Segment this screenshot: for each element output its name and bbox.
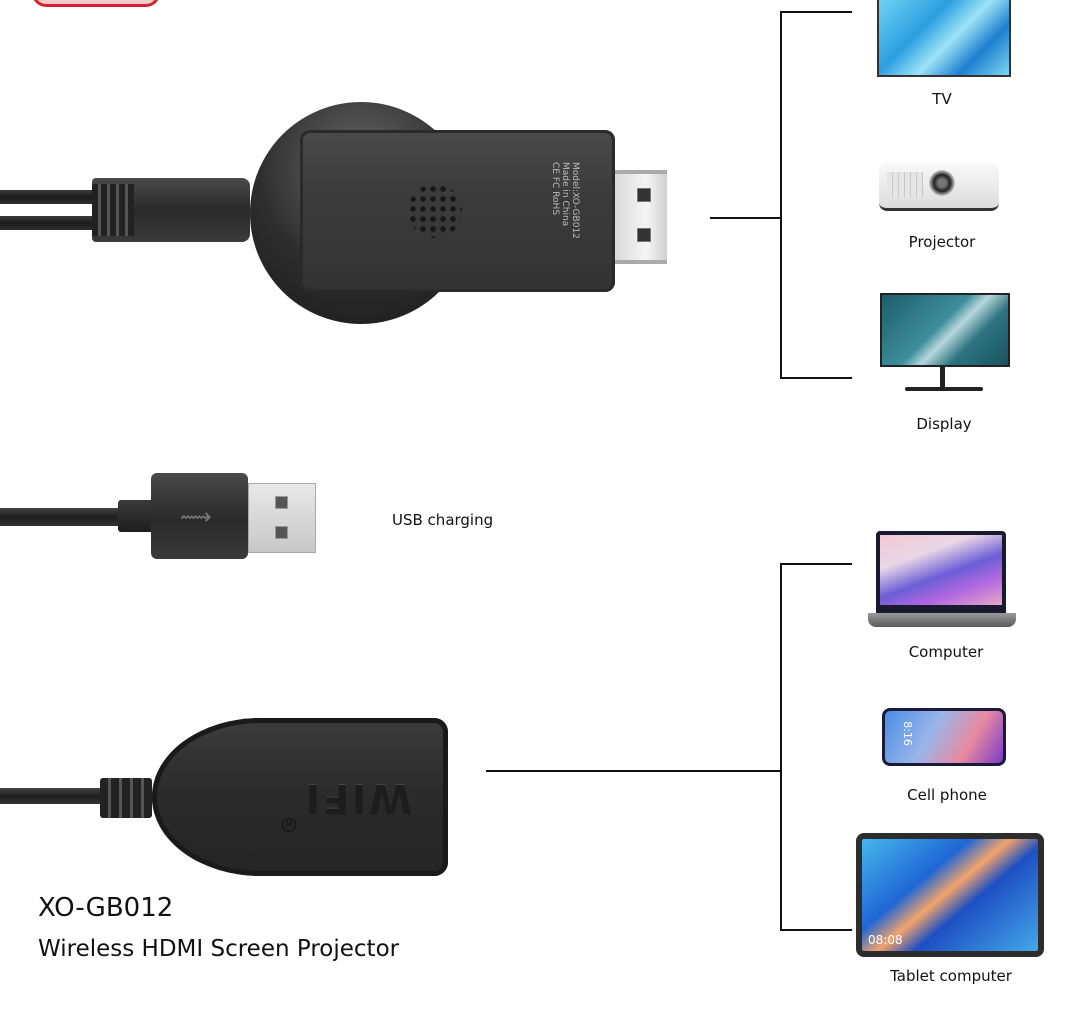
- dongle-cable: [0, 788, 110, 804]
- device-label-display: Display: [916, 415, 972, 433]
- hdmi-pin: [637, 188, 651, 202]
- certification-label: Model:XO-GB012 Made in China CE FC RoHS: [540, 162, 580, 262]
- dongle-body: [152, 718, 448, 876]
- connector-line-tablet: [780, 929, 852, 931]
- usb-cable: [0, 508, 130, 526]
- cable-strand-1: [0, 190, 100, 204]
- model-text: Model:XO-GB012: [570, 162, 580, 239]
- product-model: XO-GB012: [38, 893, 174, 923]
- tablet-icon: 08:08: [856, 833, 1044, 957]
- cable-grip: [92, 184, 134, 236]
- connector-line-display: [780, 377, 852, 379]
- cert-rohs: RoHS: [550, 191, 560, 216]
- cable-strand-2: [0, 216, 100, 230]
- device-label-tv: TV: [932, 90, 952, 108]
- tablet-clock: 08:08: [868, 933, 903, 947]
- projector-icon: [879, 162, 999, 211]
- tv-icon: [877, 0, 1011, 77]
- device-label-projector: Projector: [908, 233, 976, 251]
- phone-clock: 8:16: [900, 721, 914, 746]
- usb-pin: [275, 496, 288, 509]
- usb-charging-label: USB charging: [392, 511, 494, 529]
- usb-plug-body: [151, 473, 248, 559]
- product-name: Wireless HDMI Screen Projector: [38, 936, 400, 962]
- connector-bracket-input: [780, 563, 782, 931]
- display-base: [905, 387, 983, 391]
- connector-bracket-output: [780, 11, 782, 379]
- registered-mark-icon: M: [282, 818, 296, 832]
- speaker-grille-icon: [408, 184, 462, 238]
- device-label-cell-phone: Cell phone: [907, 786, 987, 804]
- laptop-keyboard-base: [868, 613, 1016, 627]
- device-label-tablet: Tablet computer: [890, 967, 1012, 985]
- display-monitor-icon: [880, 293, 1010, 367]
- laptop-icon: [876, 531, 1006, 613]
- cert-fc: FC: [550, 176, 560, 189]
- usb-pin: [275, 526, 288, 539]
- display-stand: [940, 365, 945, 387]
- hdmi-pin: [637, 228, 651, 242]
- connector-line-computer: [780, 563, 852, 565]
- connector-line-output: [710, 217, 782, 219]
- brand-badge-fragment: [32, 0, 160, 7]
- made-in-text: Made in China: [560, 162, 570, 227]
- device-label-computer: Computer: [908, 643, 984, 661]
- wifi-logo: WIFI: [303, 775, 413, 821]
- cert-ce: CE: [550, 162, 560, 174]
- connector-line-input: [486, 770, 782, 772]
- connector-line-tv: [780, 11, 852, 13]
- usb-a-connector: [248, 483, 316, 553]
- hdmi-connector: [615, 170, 667, 264]
- dongle-cable-grip: [100, 778, 152, 818]
- usb-symbol-icon: ⟿: [180, 505, 212, 530]
- cell-phone-icon: 8:16: [882, 708, 1006, 766]
- projector-vent: [887, 172, 923, 198]
- projector-lens: [929, 170, 955, 196]
